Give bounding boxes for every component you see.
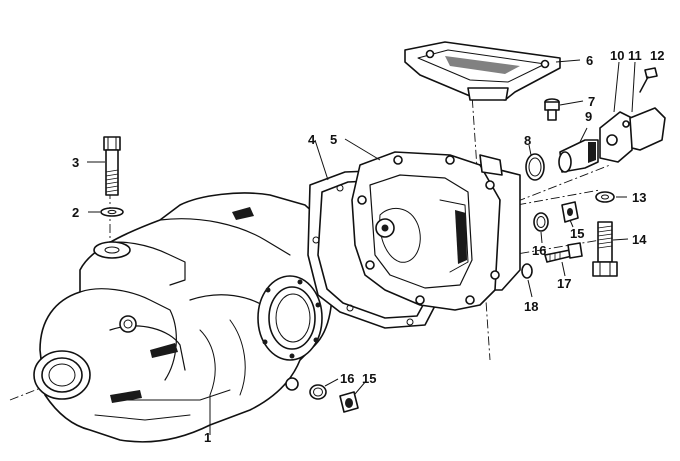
rear-cover-part-5 — [351, 151, 521, 311]
callout-16-lower: 16 — [340, 371, 354, 386]
holder-part-10-11 — [599, 107, 666, 163]
leader-lines — [87, 59, 636, 435]
callout-16-upper: 16 — [532, 243, 546, 258]
seal-plug-upper — [533, 201, 579, 232]
screw-part-12 — [639, 67, 658, 93]
callout-8: 8 — [524, 133, 531, 148]
callout-2: 2 — [72, 205, 79, 220]
callout-9: 9 — [585, 109, 592, 124]
callout-14: 14 — [632, 232, 647, 247]
callout-1: 1 — [204, 430, 211, 445]
bolt-part-3 — [103, 136, 121, 196]
callout-12: 12 — [650, 48, 664, 63]
callout-7: 7 — [588, 94, 595, 109]
o-ring-part-8 — [525, 153, 545, 181]
callout-13: 13 — [632, 190, 646, 205]
callout-17: 17 — [557, 276, 571, 291]
sensor-part-9 — [558, 139, 599, 173]
callout-6: 6 — [586, 53, 593, 68]
final-drive-housing — [33, 192, 333, 443]
bolt-part-17 — [544, 242, 583, 263]
upper-mount-part-6 — [404, 41, 561, 101]
seal-plug-lower — [309, 384, 359, 413]
bolt-part-7 — [544, 98, 560, 121]
callout-15-lower: 15 — [362, 371, 376, 386]
washer-part-13 — [595, 191, 615, 203]
bolt-part-14 — [592, 221, 618, 277]
callouts: 1 2 3 4 5 6 7 8 9 10 11 12 13 14 15 16 1… — [72, 48, 664, 445]
callout-4: 4 — [308, 132, 316, 147]
callout-18: 18 — [524, 299, 538, 314]
callout-11: 11 — [628, 48, 642, 63]
lockwasher-part-18 — [521, 263, 533, 279]
callout-3: 3 — [72, 155, 79, 170]
callout-15-upper: 15 — [570, 226, 584, 241]
callout-10: 10 — [610, 48, 624, 63]
washer-part-2 — [100, 207, 124, 217]
callout-5: 5 — [330, 132, 337, 147]
